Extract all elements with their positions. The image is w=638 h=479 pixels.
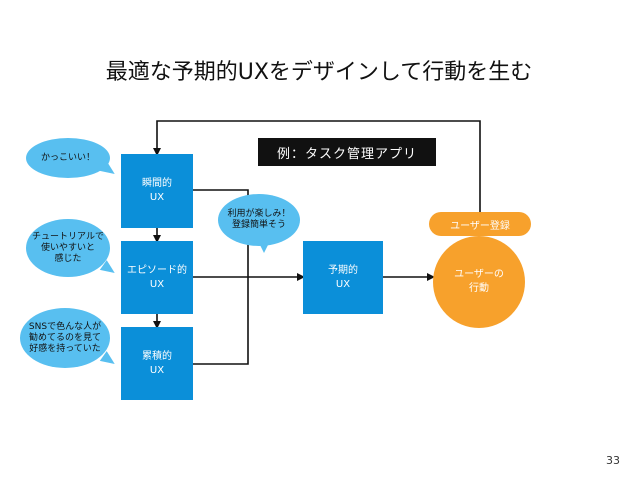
anticipated-ux-sub: UX <box>335 278 351 290</box>
bubble-fun: 利用が楽しみ！ 登録簡単そう <box>218 194 300 253</box>
bubble-tutorial: チュートリアルで 使いやすいと 感じた <box>26 219 110 277</box>
feedback-arrow <box>153 120 481 212</box>
bubble-sns: SNSで色んな人が 勧めてるのを見て 好感を持っていた <box>20 308 110 368</box>
momentary-ux-sub: UX <box>149 192 165 203</box>
bubble-cool-text: かっこいい！ <box>40 152 95 163</box>
cumulative-ux-sub: UX <box>149 364 165 376</box>
bubble-sns-line2: 勧めてるのを見て <box>28 332 101 343</box>
user-action-circle: ユーザーの 行動 <box>433 236 525 328</box>
momentary-ux-box: 瞬間的 UX <box>121 154 193 228</box>
bubble-tutorial-line1: チュートリアルで <box>32 231 104 242</box>
cumulative-ux-box: 累積的 UX <box>121 327 193 400</box>
bubble-tutorial-line2: 使いやすいと <box>40 242 95 253</box>
bubble-tutorial-line3: 感じた <box>54 253 82 264</box>
example-label: 例：タスク管理アプリ <box>258 138 436 166</box>
momentary-ux-label: 瞬間的 <box>142 178 172 189</box>
page-number: 33 <box>606 454 620 467</box>
user-action-label: ユーザーの <box>454 269 504 280</box>
anticipated-ux-label: 予期的 <box>328 264 358 276</box>
signup-pill: ユーザー登録 <box>429 212 531 236</box>
slide-title: 最適な予期的UXをデザインして行動を生む <box>105 60 533 85</box>
momentary-connector <box>193 189 249 284</box>
episodic-ux-label: エピソード的 <box>127 264 187 276</box>
cumulative-ux-label: 累積的 <box>142 350 172 362</box>
bubble-cool: かっこいい！ <box>26 138 110 178</box>
bubble-fun-line2: 登録簡単そう <box>231 220 286 230</box>
episodic-ux-sub: UX <box>149 278 165 290</box>
bubble-sns-line1: SNSで色んな人が <box>28 321 102 332</box>
cumulative-connector <box>193 284 249 365</box>
user-action-sub: 行動 <box>469 283 489 294</box>
anticipated-ux-box: 予期的 UX <box>303 241 383 314</box>
episodic-ux-box: エピソード的 UX <box>121 241 193 314</box>
bubble-sns-line3: 好感を持っていた <box>29 343 101 354</box>
bubble-fun-line1: 利用が楽しみ！ <box>227 209 291 219</box>
